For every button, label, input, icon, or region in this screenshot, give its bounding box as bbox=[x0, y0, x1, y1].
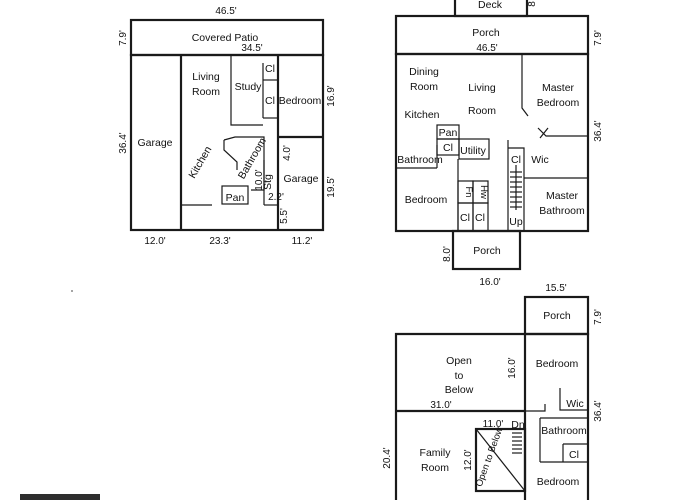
upper-bathroom-label: Bathroom bbox=[541, 425, 587, 437]
living-room-label-2: Room bbox=[192, 86, 220, 98]
closet-b-wall bbox=[508, 147, 525, 231]
living-label-1: Living bbox=[468, 82, 496, 94]
bathroom-wall bbox=[223, 136, 265, 191]
dim-stg-width: 2.2' bbox=[268, 192, 284, 203]
dim-deck-depth: 8 bbox=[527, 1, 538, 7]
dim-patio-depth: 7.9' bbox=[118, 30, 129, 46]
storage-label: Stg bbox=[262, 174, 274, 190]
dim-upper-left-depth: 20.4' bbox=[382, 447, 393, 468]
closet-d-box bbox=[472, 202, 489, 232]
upper-floor-plan: Porch Open to Below Bedroom Wic Bathroom… bbox=[382, 283, 604, 500]
master-bedroom-wall bbox=[521, 54, 529, 117]
kitchen-label: Kitchen bbox=[186, 144, 214, 180]
dim-upper-porch-width: 15.5' bbox=[545, 283, 566, 294]
dn-label: Dn bbox=[511, 419, 525, 431]
garage-right-label: Garage bbox=[283, 173, 318, 185]
utility-box bbox=[458, 138, 490, 160]
open-label-2: to bbox=[455, 370, 464, 382]
porch-top-label: Porch bbox=[472, 27, 500, 39]
dim-bottom-left: 12.0' bbox=[144, 236, 165, 247]
wic-wall bbox=[525, 404, 546, 412]
utility-label: Utility bbox=[460, 145, 486, 157]
porch-bottom-label: Porch bbox=[473, 245, 501, 257]
pantry-box bbox=[221, 185, 249, 205]
dim-bath-width: 4.0' bbox=[282, 145, 293, 161]
closet-a-label: Cl bbox=[443, 142, 453, 154]
hw-label: Hw bbox=[478, 185, 489, 199]
bathroom-angle bbox=[223, 140, 238, 170]
dining-label-2: Room bbox=[410, 81, 438, 93]
dim-bottom-mid: 23.3' bbox=[209, 236, 230, 247]
dim-main-depth: 36.4' bbox=[593, 120, 604, 141]
dim-bottom-right: 11.2' bbox=[292, 236, 313, 247]
open-label-3: Below bbox=[445, 384, 474, 396]
dim-open-width: 31.0' bbox=[430, 400, 451, 411]
open-label-1: Open bbox=[446, 355, 472, 367]
dim-bath-depth: 10.0' bbox=[254, 169, 265, 190]
fn-label: Fn bbox=[463, 186, 474, 197]
kitchen-label: Kitchen bbox=[404, 109, 439, 121]
door-swing bbox=[539, 127, 549, 139]
dim-porch-depth: 7.9' bbox=[593, 30, 604, 46]
dim-porch-bottom-width: 16.0' bbox=[479, 277, 500, 288]
up-label: Up bbox=[509, 216, 523, 228]
covered-patio-label: Covered Patio bbox=[192, 32, 259, 44]
dim-small-depth: 5.5' bbox=[279, 208, 290, 224]
closet-label-2: Cl bbox=[265, 95, 275, 107]
study-label: Study bbox=[235, 81, 263, 93]
dim-porch-bottom-depth: 8.0' bbox=[442, 246, 453, 262]
wic-label: Wic bbox=[531, 154, 549, 166]
ground-floor-outline bbox=[129, 53, 325, 232]
dim-right-upper-depth: 16.9' bbox=[326, 85, 337, 106]
dim-upper-right-depth: 36.4' bbox=[593, 400, 604, 421]
upper-bedroom-bottom-label: Bedroom bbox=[537, 476, 580, 488]
dim-top-width: 46.5' bbox=[215, 6, 236, 17]
dim-left-depth: 36.4' bbox=[118, 132, 129, 153]
wic-box bbox=[559, 388, 588, 411]
master-bedroom-label-2: Bedroom bbox=[537, 97, 580, 109]
bedroom-label: Bedroom bbox=[279, 95, 322, 107]
closet-c-label: Cl bbox=[460, 212, 470, 224]
master-bath-label-2: Bathroom bbox=[539, 205, 585, 217]
dim-inner-width: 34.5' bbox=[241, 43, 262, 54]
master-bedroom-label-1: Master bbox=[542, 82, 575, 94]
living-label-2: Room bbox=[468, 105, 496, 117]
garage-left-label: Garage bbox=[137, 137, 172, 149]
upper-stair-treads bbox=[512, 432, 522, 454]
dim-right-lower-depth: 19.5' bbox=[326, 176, 337, 197]
upper-floor-outline bbox=[394, 332, 590, 500]
ground-floor-plan: Covered Patio Garage Living Room Study C… bbox=[118, 6, 337, 247]
stair-diagonal bbox=[475, 428, 526, 492]
stray-mark bbox=[71, 290, 73, 292]
closet-label-1: Cl bbox=[265, 63, 275, 75]
master-bath-label-1: Master bbox=[546, 190, 579, 202]
living-room-label-1: Living bbox=[192, 71, 220, 83]
dim-stair-width: 11.0' bbox=[483, 419, 504, 430]
upper-closet-label: Cl bbox=[569, 449, 579, 461]
dim-upper-porch-depth: 7.9' bbox=[593, 309, 604, 325]
stair-opening bbox=[474, 427, 527, 493]
upper-porch-label: Porch bbox=[543, 310, 571, 322]
bedroom-label: Bedroom bbox=[405, 194, 448, 206]
dim-open-depth: 16.0' bbox=[507, 357, 518, 378]
upper-bedroom-top-label: Bedroom bbox=[536, 358, 579, 370]
master-bedroom-bottom bbox=[537, 127, 588, 137]
dark-tab bbox=[20, 494, 100, 500]
pantry-label: Pan bbox=[439, 127, 458, 139]
dim-main-width: 46.5' bbox=[476, 43, 497, 54]
dim-stair-depth: 12.0' bbox=[463, 449, 474, 470]
family-room-label-2: Room bbox=[421, 462, 449, 474]
bathroom-label: Bathroom bbox=[397, 154, 443, 166]
closet-b-label: Cl bbox=[511, 154, 521, 166]
deck-label: Deck bbox=[478, 0, 503, 11]
closet-d-label: Cl bbox=[475, 212, 485, 224]
study-wall bbox=[230, 55, 263, 126]
dining-label-1: Dining bbox=[409, 66, 439, 78]
family-room-label-1: Family bbox=[420, 447, 452, 459]
stair-open-label: Open to Below bbox=[474, 426, 506, 488]
pantry-label: Pan bbox=[226, 192, 245, 204]
main-floor-plan: Deck Porch Dining Room Living Room Maste… bbox=[394, 0, 604, 288]
upper-wic-label: Wic bbox=[566, 398, 584, 410]
